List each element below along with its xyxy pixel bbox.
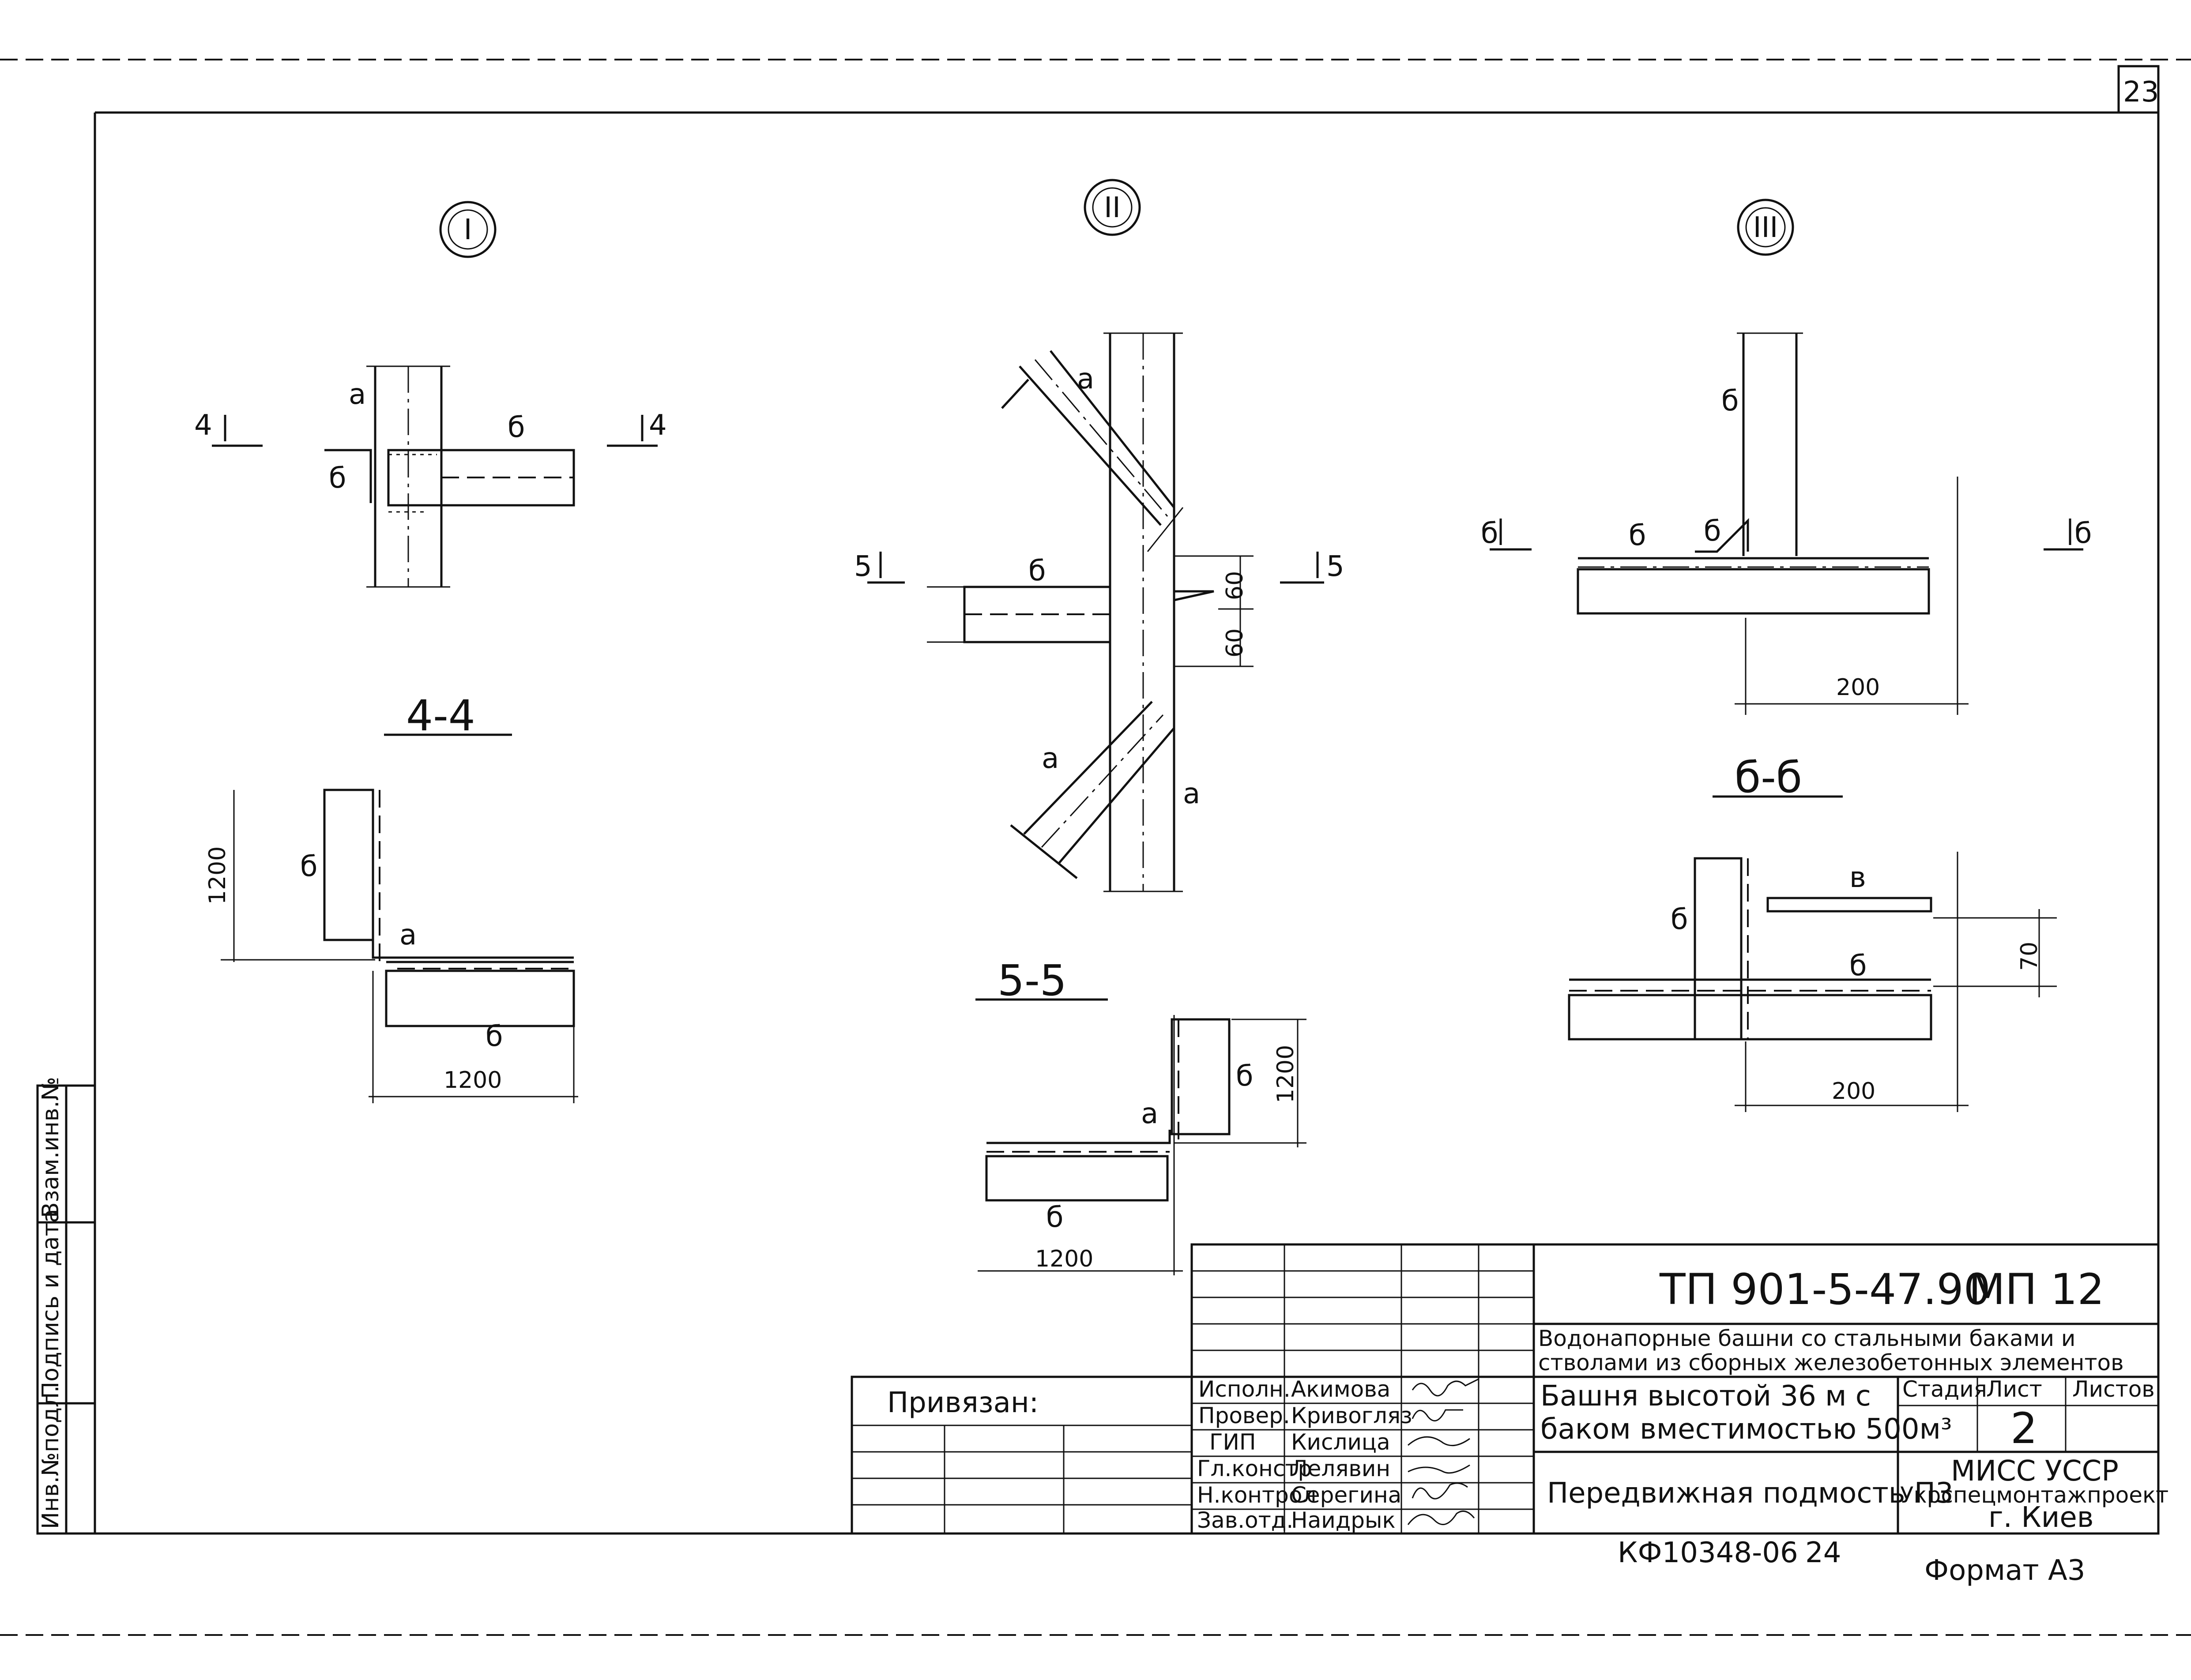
project-title-line-1: Водонапорные башни со стальными баками и: [1538, 1326, 2075, 1351]
section-6-6-mark-b-left: б: [1671, 903, 1688, 936]
sign-role-4: Гл.констр: [1197, 1456, 1312, 1481]
side-stamp-signature-date: Подпись и дата: [38, 1209, 64, 1399]
sheet-name: Передвижная подмость П3: [1547, 1477, 1954, 1510]
sign-role-2: Провер.: [1198, 1403, 1290, 1428]
section-5-5-dim-horizontal: 1200: [1035, 1246, 1093, 1272]
detail-II-mark-a-bottom-left: а: [1042, 742, 1059, 775]
section-5-5-drawing: [978, 1015, 1306, 1275]
side-stamp-inventory: Инв.№подл.: [38, 1385, 64, 1529]
detail-I-mark-a: а: [349, 378, 366, 411]
side-stamp-replace: Взам.инв.№: [38, 1077, 64, 1218]
side-stamp: [36, 1084, 96, 1535]
detail-III-mark-b-right: б: [1704, 515, 1721, 548]
section-6-right-label: б: [2074, 517, 2092, 550]
sheet-number: 23: [2123, 76, 2159, 109]
sign-role-1: Исполн.: [1198, 1376, 1291, 1402]
section-4-4-title: 4-4: [406, 691, 475, 740]
section-4-left-label: 4: [194, 409, 212, 442]
section-5-right-label: 5: [1326, 550, 1344, 583]
org-line-1: МИСС УССР: [1951, 1455, 2119, 1488]
section-5-5-dim-vertical: 1200: [1272, 1045, 1299, 1103]
sign-name-1: Акимова: [1291, 1376, 1390, 1402]
sign-name-5: Серегина: [1291, 1482, 1401, 1508]
sign-role-3: ГИП: [1209, 1429, 1256, 1455]
detail-I-mark-b-left: б: [329, 462, 346, 495]
handwritten-signatures: [1407, 1378, 1479, 1525]
section-5-5-mark-a: а: [1141, 1097, 1158, 1130]
section-4-4-mark-b-bottom: б: [486, 1020, 503, 1053]
section-6-6-mark-v: в: [1849, 861, 1866, 894]
section-4-4-dim-horizontal: 1200: [444, 1067, 502, 1094]
detail-I-mark-b-top: б: [508, 411, 525, 444]
col-stage: Стадия: [1902, 1376, 1987, 1402]
col-sheet: Лист: [1986, 1376, 2042, 1402]
section-5-5-mark-b-bottom: б: [1046, 1201, 1063, 1234]
detail-II-mark-b: б: [1028, 555, 1046, 587]
section-4-4-dim-vertical: 1200: [204, 846, 231, 905]
sign-name-2: Кривогляз: [1291, 1403, 1412, 1428]
section-6-left-label: б: [1481, 517, 1498, 550]
section-4-4-mark-b-vertical: б: [300, 850, 317, 883]
sign-name-4: Лелявин: [1291, 1456, 1390, 1481]
section-4-right-label: 4: [649, 409, 667, 442]
doc-part: МП 12: [1969, 1265, 2104, 1314]
detail-III-dim-200: 200: [1836, 674, 1880, 701]
section-5-5-mark-b-right: б: [1236, 1060, 1253, 1093]
sign-role-5: Н.контрол: [1197, 1482, 1316, 1508]
section-4-4-drawing: [221, 789, 578, 1103]
sign-name-6: Наидрык: [1291, 1507, 1396, 1533]
sign-name-3: Кислица: [1291, 1429, 1390, 1455]
detail-II-dim-60-upper: 60: [1222, 571, 1248, 600]
detail-I-marker: [439, 201, 497, 258]
detail-III-drawing: [1490, 332, 2083, 715]
detail-III-mark-b-left: б: [1629, 519, 1646, 552]
detail-II-marker: [1084, 179, 1141, 236]
detail-III-marker: [1737, 199, 1794, 256]
detail-II-label: II: [1104, 192, 1121, 224]
section-5-left-label: 5: [854, 550, 872, 583]
detail-I-drawing: [212, 365, 658, 588]
section-6-6-dim-70: 70: [2016, 942, 2043, 971]
copy-number: 24: [1805, 1537, 1841, 1569]
detail-II-drawing: [867, 332, 1324, 892]
section-6-6-dim-200: 200: [1832, 1078, 1875, 1105]
sheet-value: 2: [2010, 1404, 2037, 1453]
section-5-5-title: 5-5: [998, 956, 1067, 1005]
org-line-2: Укрспецмонтажпроект: [1900, 1482, 2168, 1508]
sign-role-6: Зав.отд.: [1197, 1507, 1293, 1533]
doc-code: ТП 901-5-47.90: [1659, 1265, 1991, 1314]
project-title-line-2: стволами из сборных железобетонных элеме…: [1538, 1350, 2124, 1376]
col-sheets: Листов: [2072, 1376, 2155, 1402]
section-6-6-mark-b-bottom: б: [1849, 950, 1867, 982]
section-6-6-drawing: [1568, 852, 2057, 1112]
detail-III-label: III: [1753, 211, 1778, 244]
object-line-1: Башня высотой 36 м с: [1540, 1380, 1871, 1413]
org-line-3: г. Киев: [1988, 1501, 2093, 1534]
section-4-4-mark-a: а: [399, 919, 417, 951]
detail-III-mark-b-upper: б: [1721, 385, 1739, 417]
detail-II-mark-a-bottom-right: а: [1183, 778, 1200, 810]
detail-II-dim-60-lower: 60: [1222, 628, 1248, 658]
inventory-number: КФ10348-06: [1618, 1537, 1798, 1569]
title-block-grid: [1190, 1243, 2160, 1535]
binding-label: Привязан:: [887, 1387, 1039, 1419]
object-line-2: баком вместимостью 500м³: [1540, 1413, 1952, 1446]
detail-II-mark-a-top: а: [1077, 363, 1094, 395]
detail-I-label: I: [464, 214, 472, 246]
section-6-6-title: б-б: [1735, 753, 1802, 802]
format-label: Формат А3: [1924, 1554, 2086, 1587]
